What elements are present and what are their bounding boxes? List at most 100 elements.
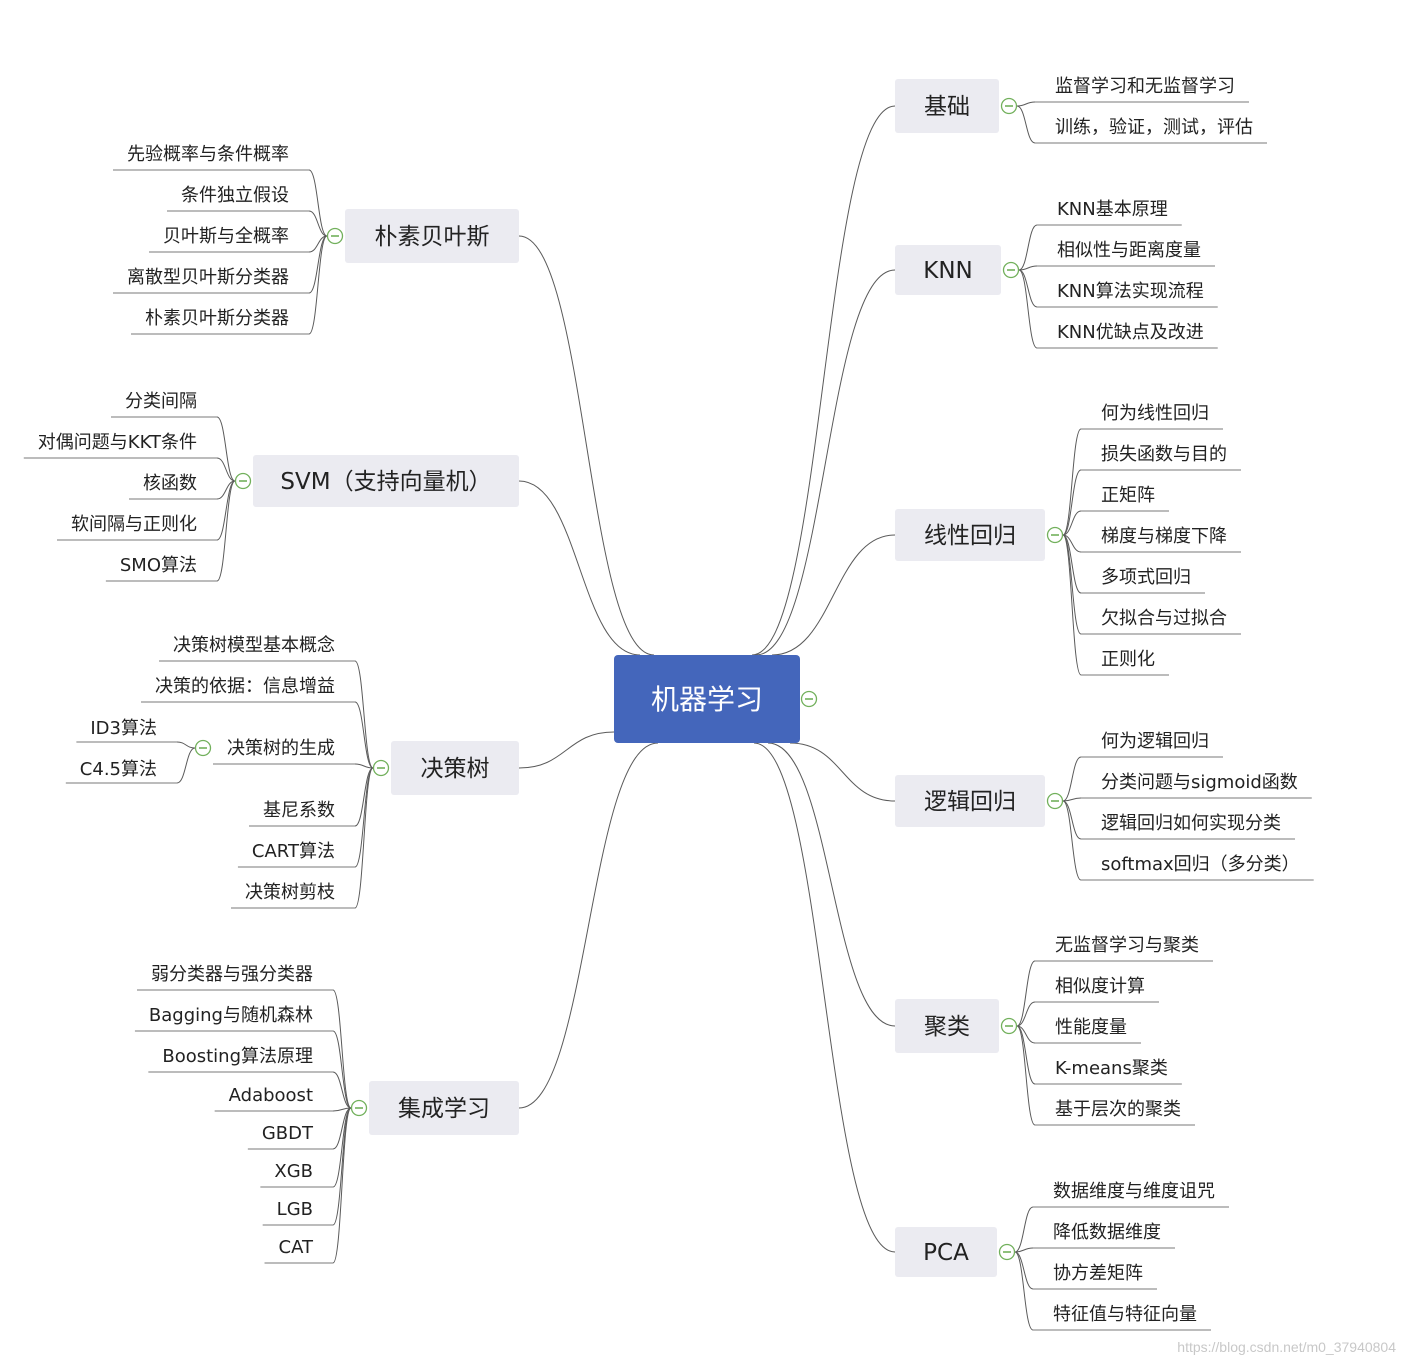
root-node[interactable]: 机器学习 (614, 655, 800, 743)
leaf-svm-2[interactable]: 对偶问题与KKT条件 (23, 432, 217, 459)
leaf-ensemble-7[interactable]: LGB (262, 1199, 333, 1226)
branch-ensemble[interactable]: 集成学习 (369, 1081, 519, 1135)
branch-label: PCA (923, 1240, 969, 1266)
leaf-decision-tree-4[interactable]: 基尼系数 (249, 800, 355, 827)
branch-label: 线性回归 (924, 523, 1016, 549)
leaf-pca-2[interactable]: 降低数据维度 (1033, 1222, 1175, 1249)
leaf-linear-regression-3[interactable]: 正矩阵 (1081, 485, 1169, 512)
leaf-clustering-2[interactable]: 相似度计算 (1035, 976, 1159, 1003)
leaf-naive-bayes-2[interactable]: 条件独立假设 (167, 185, 309, 212)
leaf-ensemble-4[interactable]: Adaboost (214, 1085, 333, 1112)
leaf-label: 降低数据维度 (1053, 1222, 1161, 1243)
branch-pca[interactable]: PCA (895, 1227, 997, 1277)
subleaf-1[interactable]: ID3算法 (76, 718, 177, 743)
branch-logistic-regression[interactable]: 逻辑回归 (895, 775, 1045, 827)
leaf-label: K-means聚类 (1055, 1058, 1168, 1079)
leaf-linear-regression-6[interactable]: 欠拟合与过拟合 (1081, 608, 1241, 635)
branch-decision-tree[interactable]: 决策树 (391, 741, 519, 795)
leaf-logistic-regression-3[interactable]: 逻辑回归如何实现分类 (1081, 813, 1295, 840)
leaf-svm-5[interactable]: SMO算法 (105, 555, 217, 582)
branch-label: 朴素贝叶斯 (375, 224, 490, 250)
leaf-ensemble-8[interactable]: CAT (264, 1237, 333, 1264)
leaf-clustering-1[interactable]: 无监督学习与聚类 (1035, 935, 1213, 962)
collapse-toggle-linear-regression[interactable] (1046, 526, 1064, 544)
leaf-naive-bayes-3[interactable]: 贝叶斯与全概率 (149, 226, 309, 253)
leaf-clustering-4[interactable]: K-means聚类 (1035, 1058, 1182, 1085)
collapse-toggle-pca[interactable] (998, 1243, 1016, 1261)
leaf-pca-4[interactable]: 特征值与特征向量 (1033, 1304, 1211, 1331)
leaf-linear-regression-1[interactable]: 何为线性回归 (1081, 403, 1223, 430)
leaf-decision-tree-5[interactable]: CART算法 (237, 841, 355, 868)
branch-clustering[interactable]: 聚类 (895, 999, 999, 1053)
branch-label: 逻辑回归 (924, 789, 1016, 815)
leaf-label: CAT (279, 1237, 314, 1258)
collapse-toggle-naive-bayes[interactable] (326, 227, 344, 245)
watermark: https://blog.csdn.net/m0_37940804 (1177, 1339, 1396, 1355)
leaf-label: 决策树的生成 (227, 738, 335, 759)
leaf-clustering-5[interactable]: 基于层次的聚类 (1035, 1099, 1195, 1126)
collapse-toggle-ensemble[interactable] (350, 1099, 368, 1117)
leaf-knn-3[interactable]: KNN算法实现流程 (1037, 281, 1218, 308)
leaf-label: SMO算法 (120, 555, 197, 576)
leaf-label: 欠拟合与过拟合 (1101, 608, 1227, 629)
collapse-toggle-clustering[interactable] (1000, 1017, 1018, 1035)
leaf-label: 损失函数与目的 (1101, 444, 1227, 465)
leaf-ensemble-5[interactable]: GBDT (247, 1123, 333, 1150)
leaf-logistic-regression-2[interactable]: 分类问题与sigmoid函数 (1081, 772, 1312, 799)
leaf-naive-bayes-1[interactable]: 先验概率与条件概率 (113, 144, 309, 171)
leaf-label: 特征值与特征向量 (1053, 1304, 1197, 1325)
leaf-label: LGB (277, 1199, 313, 1220)
leaf-svm-4[interactable]: 软间隔与正则化 (57, 514, 217, 541)
leaf-label: KNN基本原理 (1057, 199, 1168, 220)
leaf-ensemble-2[interactable]: Bagging与随机森林 (134, 1005, 333, 1032)
collapse-toggle-basics[interactable] (1000, 97, 1018, 115)
leaf-naive-bayes-4[interactable]: 离散型贝叶斯分类器 (113, 267, 309, 294)
leaf-linear-regression-7[interactable]: 正则化 (1081, 649, 1169, 676)
leaf-clustering-3[interactable]: 性能度量 (1035, 1017, 1141, 1044)
branch-linear-regression[interactable]: 线性回归 (895, 509, 1045, 561)
branch-svm[interactable]: SVM（支持向量机） (253, 455, 519, 507)
leaf-label: 贝叶斯与全概率 (163, 226, 289, 247)
leaf-decision-tree-3[interactable]: 决策树的生成 (213, 738, 355, 765)
leaf-decision-tree-2[interactable]: 决策的依据：信息增益 (141, 676, 355, 703)
leaf-linear-regression-2[interactable]: 损失函数与目的 (1081, 444, 1241, 471)
leaf-linear-regression-5[interactable]: 多项式回归 (1081, 567, 1205, 594)
collapse-toggle-decision-tree[interactable] (372, 759, 390, 777)
leaf-ensemble-3[interactable]: Boosting算法原理 (148, 1046, 333, 1073)
leaf-logistic-regression-1[interactable]: 何为逻辑回归 (1081, 731, 1223, 758)
leaf-knn-2[interactable]: 相似性与距离度量 (1037, 240, 1215, 267)
collapse-toggle-svm[interactable] (234, 472, 252, 490)
leaf-label: 相似度计算 (1055, 976, 1145, 997)
leaf-svm-1[interactable]: 分类间隔 (111, 391, 217, 418)
leaf-knn-4[interactable]: KNN优缺点及改进 (1037, 322, 1218, 349)
leaf-logistic-regression-4[interactable]: softmax回归（多分类） (1081, 854, 1314, 881)
branch-basics[interactable]: 基础 (895, 79, 999, 133)
leaf-decision-tree-6[interactable]: 决策树剪枝 (231, 882, 355, 909)
leaf-basics-2[interactable]: 训练，验证，测试，评估 (1035, 117, 1267, 144)
leaf-decision-tree-1[interactable]: 决策树模型基本概念 (159, 634, 355, 662)
leaf-label: Boosting算法原理 (162, 1046, 313, 1067)
leaf-label: 分类间隔 (125, 391, 197, 412)
root-collapse-toggle[interactable] (800, 690, 818, 708)
collapse-toggle-knn[interactable] (1002, 261, 1020, 279)
branch-label: KNN (923, 258, 973, 284)
leaf-label: 先验概率与条件概率 (127, 144, 289, 165)
leaf-knn-1[interactable]: KNN基本原理 (1037, 199, 1182, 226)
collapse-toggle-logistic-regression[interactable] (1046, 792, 1064, 810)
leaf-basics-1[interactable]: 监督学习和无监督学习 (1035, 76, 1249, 103)
leaf-label: 条件独立假设 (181, 185, 289, 206)
leaf-ensemble-6[interactable]: XGB (260, 1161, 333, 1188)
collapse-toggle-node-sub[interactable] (194, 739, 212, 757)
branch-label: SVM（支持向量机） (280, 469, 491, 495)
branch-naive-bayes[interactable]: 朴素贝叶斯 (345, 209, 519, 263)
leaf-label: CART算法 (252, 841, 335, 862)
leaf-svm-3[interactable]: 核函数 (129, 473, 217, 500)
leaf-naive-bayes-5[interactable]: 朴素贝叶斯分类器 (131, 308, 309, 335)
leaf-label: 何为线性回归 (1101, 403, 1209, 424)
leaf-linear-regression-4[interactable]: 梯度与梯度下降 (1081, 526, 1241, 553)
leaf-ensemble-1[interactable]: 弱分类器与强分类器 (137, 964, 333, 991)
subleaf-2[interactable]: C4.5算法 (65, 759, 177, 784)
leaf-pca-1[interactable]: 数据维度与维度诅咒 (1033, 1181, 1229, 1208)
branch-knn[interactable]: KNN (895, 245, 1001, 295)
leaf-pca-3[interactable]: 协方差矩阵 (1033, 1263, 1157, 1290)
